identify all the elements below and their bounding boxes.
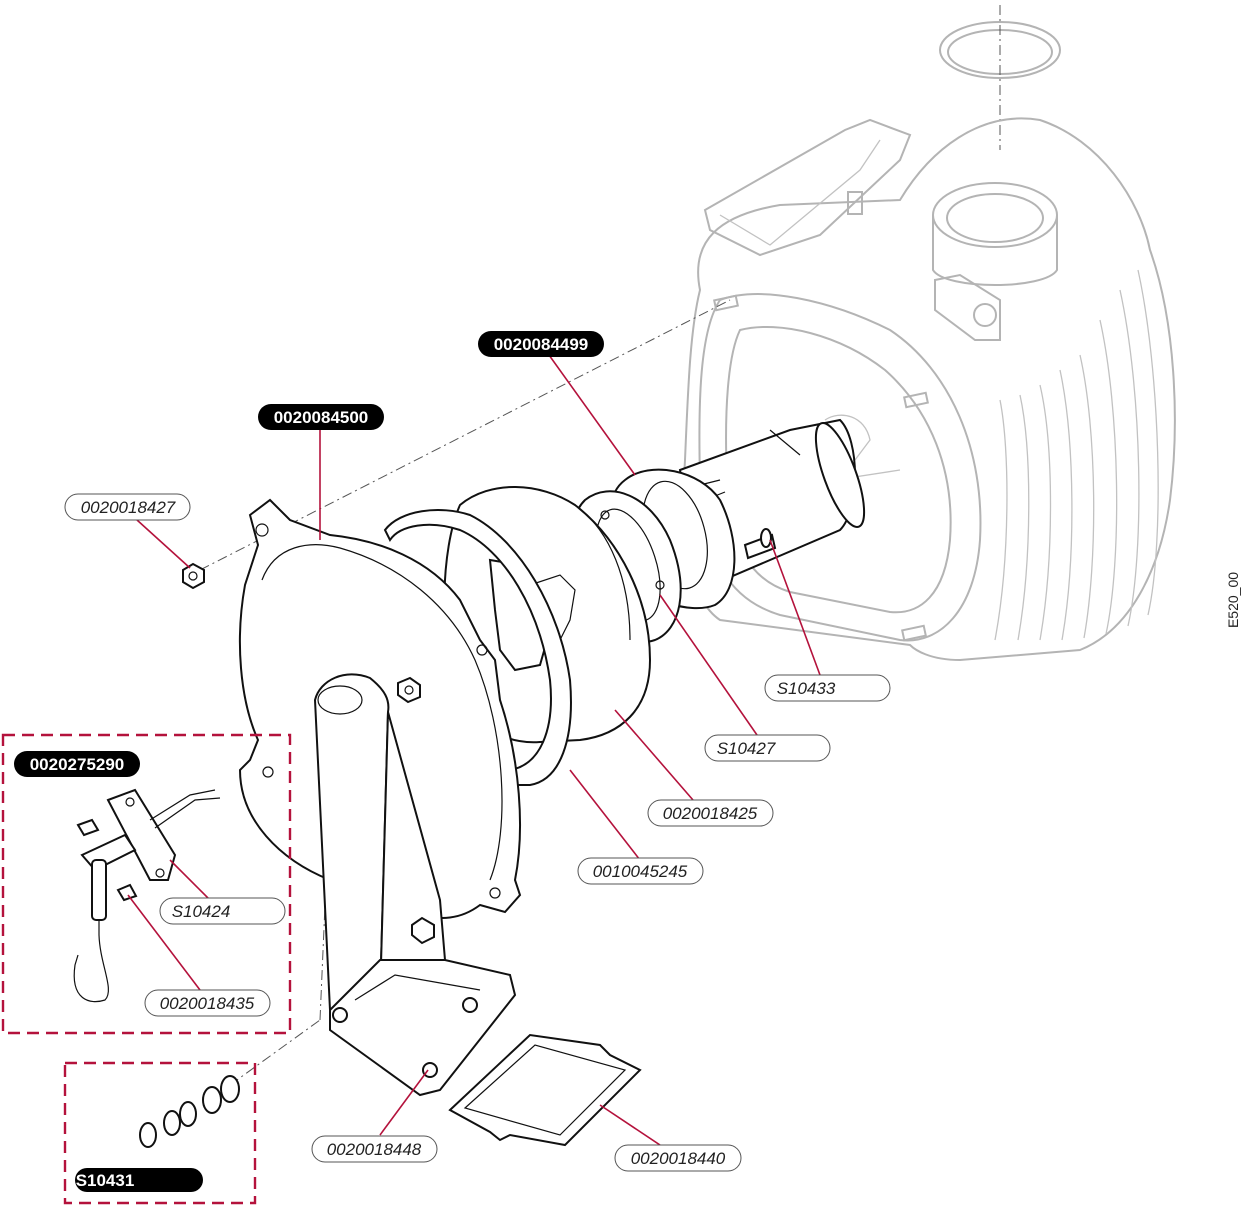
label-text: 0020018435 [160, 994, 255, 1013]
label-text: S10424 [172, 902, 231, 921]
nut-part [182, 562, 205, 590]
stud-part [743, 528, 777, 560]
label-0020084500: 0020084500 [258, 404, 384, 430]
label-0020018448: 0020018448 [311, 1135, 438, 1163]
drawing-code: E520_00 [1225, 572, 1241, 628]
label-0020018427: 0020018427 [64, 493, 191, 521]
electrode-kit-frame [1, 733, 292, 1035]
label-text: S10427 [717, 739, 776, 758]
label-text: 0020018425 [663, 804, 758, 823]
label-text: S10433 [777, 679, 836, 698]
door-nut [397, 676, 421, 704]
label-text: 0020018440 [631, 1149, 726, 1168]
flange-gasket [448, 1033, 642, 1147]
label-text: 0020018427 [81, 498, 176, 517]
label-0020018425: 0020018425 [647, 799, 774, 827]
fan-duct [313, 673, 517, 1097]
label-text: 0020275290 [30, 755, 125, 774]
label-text: 0020018448 [327, 1140, 422, 1159]
label-S10433: S10433 [764, 674, 891, 702]
label-text: 0010045245 [593, 862, 688, 881]
label-text: 0020084500 [274, 408, 369, 427]
label-S10431: S10431 [75, 1168, 203, 1192]
label-0020275290: 0020275290 [14, 751, 140, 777]
oring-set [139, 1075, 240, 1148]
leader-lines [127, 354, 821, 1146]
label-0020018440: 0020018440 [614, 1144, 742, 1172]
heat-exchanger-body [682, 5, 1176, 662]
label-0020018435: 0020018435 [144, 989, 271, 1017]
electrode-assembly [73, 788, 221, 1003]
label-0020084499: 0020084499 [478, 331, 604, 357]
label-0010045245: 0010045245 [577, 857, 704, 885]
oring-kit-frame [63, 1061, 257, 1205]
label-text: 0020084499 [494, 335, 589, 354]
seal-ring [383, 509, 572, 786]
label-S10427: S10427 [704, 734, 831, 762]
label-S10424: S10424 [159, 897, 286, 925]
label-text: S10431 [76, 1171, 135, 1190]
